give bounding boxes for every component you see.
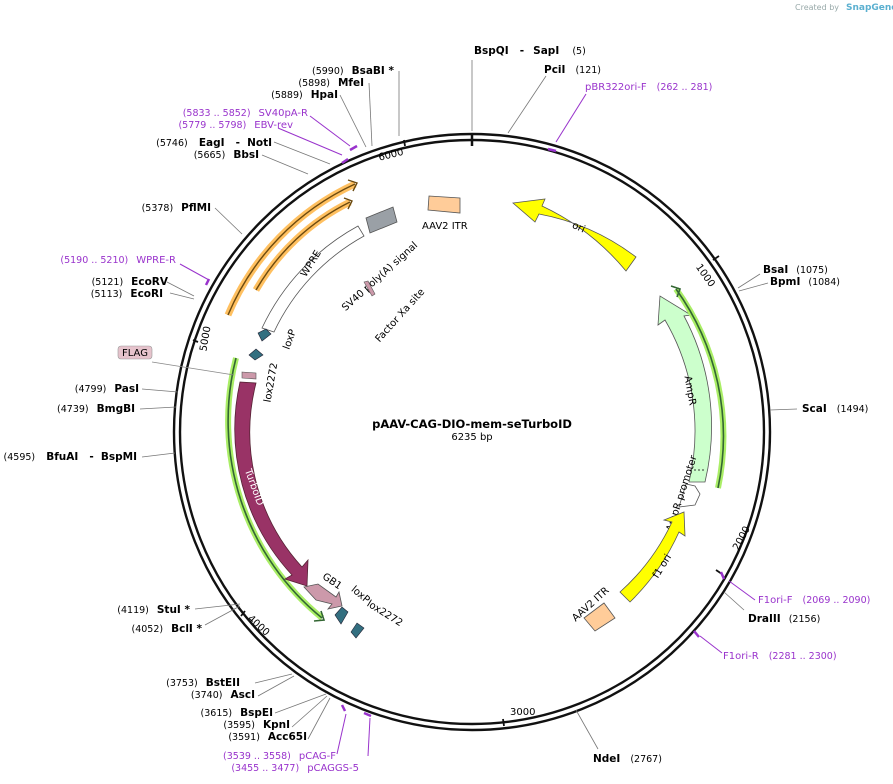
- enzyme-stui[interactable]: (4119)StuI *: [117, 604, 190, 616]
- feature-gb1[interactable]: GB1: [303, 571, 344, 610]
- primer-pcaggs-5[interactable]: (3455 .. 3477)pCAGGS-5: [231, 763, 359, 774]
- feature-factor-xa[interactable]: Factor Xa site: [363, 280, 428, 345]
- flag-label-box: [117, 345, 153, 360]
- enzyme-bfuai[interactable]: (4595) BfuAI - BspMI: [4, 445, 137, 464]
- enzyme-pcii[interactable]: PciI(121): [544, 64, 601, 76]
- enzyme-eagi[interactable]: (5746) EagI - NotI: [156, 131, 272, 150]
- primer-ebv-rev[interactable]: (5779 .. 5798)EBV-rev: [178, 120, 293, 131]
- snapgene-credit: Created by SnapGene: [795, 3, 893, 13]
- enzyme-bspqi[interactable]: BspQI - SapI (5): [474, 39, 586, 58]
- tick-6000: 6000: [377, 147, 404, 164]
- flag-label-group[interactable]: FLAG: [117, 345, 235, 376]
- enzyme-acc65i[interactable]: (3591)Acc65I: [228, 731, 307, 743]
- feature-sv40-box[interactable]: [365, 206, 398, 234]
- lox2272-top-label: lox2272: [263, 362, 281, 403]
- flag-box: [241, 371, 257, 380]
- enzyme-mfei[interactable]: (5898)MfeI: [298, 77, 364, 89]
- feature-ampr[interactable]: AmpR: [657, 295, 712, 483]
- primer-f1ori-r[interactable]: F1ori-R(2281 .. 2300): [723, 651, 837, 662]
- enzyme-asci[interactable]: (3740)AscI: [191, 689, 255, 701]
- ampr-label: AmpR: [682, 375, 698, 406]
- plasmid-size: 6235 bp: [451, 432, 492, 443]
- factor-xa-label: Factor Xa site: [374, 287, 428, 345]
- feature-aav2-itr-lower[interactable]: AAV2 ITR: [570, 585, 616, 632]
- enzyme-bcli[interactable]: (4052)BclI *: [132, 623, 203, 635]
- enzyme-bsteii[interactable]: (3753)BstEII: [166, 677, 240, 689]
- enzyme-ndei[interactable]: NdeI(2767): [593, 753, 662, 765]
- enzyme-ecori[interactable]: (5113)EcoRI: [91, 288, 163, 300]
- feature-lox2272-bottom[interactable]: lox2272: [350, 599, 405, 639]
- primer-pcag-f[interactable]: (3539 .. 3558)pCAG-F: [223, 751, 336, 762]
- feature-aav2-itr-upper[interactable]: AAV2 ITR: [422, 195, 468, 232]
- tick-4000: 4000: [245, 613, 271, 638]
- enzyme-pasi[interactable]: (4799)PasI: [75, 383, 139, 395]
- ori-label: ori: [570, 220, 586, 235]
- enzyme-kpni[interactable]: (3595)KpnI: [223, 719, 290, 731]
- flag-label: FLAG: [122, 348, 148, 359]
- enzyme-bsabi[interactable]: (5990)BsaBI *: [312, 65, 394, 77]
- primer-sv40pa-r[interactable]: (5833 .. 5852)SV40pA-R: [183, 108, 308, 119]
- enzyme-bmgbi[interactable]: (4739)BmgBI: [57, 403, 135, 415]
- feature-ori[interactable]: ori: [512, 198, 637, 272]
- enzyme-labels: [139, 60, 798, 750]
- enzyme-scai[interactable]: ScaI(1494): [802, 403, 868, 415]
- green-span-right-line: [675, 288, 725, 489]
- enzyme-bbsi[interactable]: (5665)BbsI: [194, 149, 259, 161]
- enzyme-hpai[interactable]: (5889)HpaI: [271, 89, 338, 101]
- credit-brand: SnapGene: [846, 3, 893, 13]
- aav2-itr-upper-label: AAV2 ITR: [422, 221, 468, 232]
- primer-f1ori-f[interactable]: F1ori-F(2069 .. 2090): [758, 595, 870, 606]
- lox2272-bottom-label: lox2272: [365, 599, 405, 630]
- enzyme-ecorv[interactable]: (5121)EcoRV: [92, 276, 169, 288]
- tick-5000: 5000: [198, 325, 213, 352]
- enzyme-bsai[interactable]: BsaI(1075): [763, 264, 828, 276]
- primer-labels: pBR322ori-F(262 .. 281) F1ori-F(2069 .. …: [60, 82, 870, 774]
- primer-pbr322ori-f[interactable]: pBR322ori-F(262 .. 281): [585, 82, 712, 93]
- primer-wpre-r[interactable]: (5190 .. 5210)WPRE-R: [60, 255, 176, 266]
- tick-3000: 3000: [510, 707, 535, 718]
- loxp-top-label: loxP: [282, 328, 299, 351]
- feature-loxp-top[interactable]: loxP: [257, 328, 299, 351]
- credit-text: Created by: [795, 3, 839, 12]
- enzyme-bspei[interactable]: (3615)BspEI: [201, 707, 273, 719]
- feature-f1-ori[interactable]: f1 ori: [619, 511, 686, 603]
- plasmid-name: pAAV-CAG-DIO-mem-seTurboID: [372, 417, 572, 431]
- enzyme-draiii[interactable]: DraIII(2156): [748, 613, 820, 625]
- enzyme-texts: BspQI - SapI (5) PciI(121) BsaI(1075) Bp…: [4, 39, 869, 765]
- enzyme-bpmi[interactable]: BpmI(1084): [770, 276, 840, 288]
- primer-marks: [179, 93, 756, 757]
- feature-turboid[interactable]: TurboID: [234, 381, 309, 587]
- enzyme-pflmi[interactable]: (5378)PflMI: [142, 202, 211, 214]
